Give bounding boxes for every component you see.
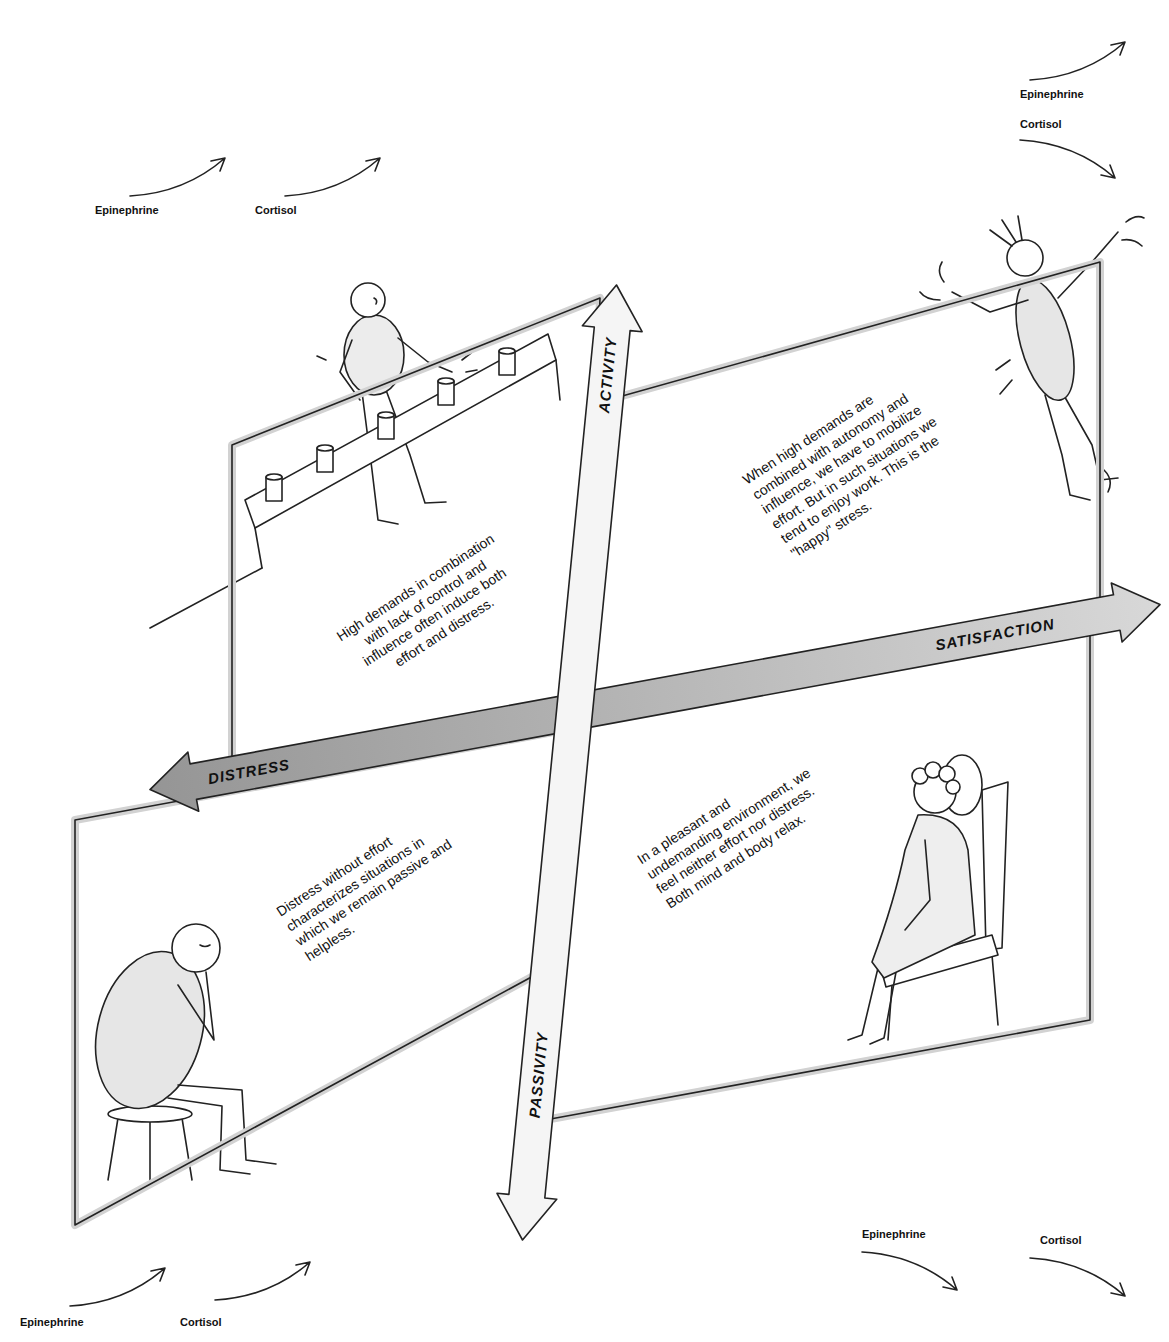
helpless-figure [79,924,276,1182]
relaxed-figure [870,972,896,1044]
quadrant-text: High demands in combination with lack of… [333,530,526,689]
hormone-label: Epinephrine [20,1316,84,1329]
hormone-arrow [1030,42,1125,80]
hormone-arrow [215,1262,310,1300]
helpless-figure [178,972,214,1040]
axis-arrow: DISTRESSSATISFACTION [146,579,1164,815]
hormone-label: Epinephrine [862,1228,926,1241]
hormone-arrow [285,158,380,196]
hormone-label: Epinephrine [1020,88,1084,101]
relaxed-figure [848,968,878,1040]
relaxed-figure [946,780,960,794]
worker-figure [245,334,556,528]
excited-figure [1062,392,1118,480]
relaxed-figure [905,840,930,930]
hormone-arrow [130,158,225,196]
worker-figure [351,283,385,317]
hormone-label: Cortisol [255,204,297,217]
quadrant-panel-border [75,728,575,1225]
excited-figure [920,216,1144,500]
worker-figure [438,378,454,384]
hormone-label: Cortisol [1040,1234,1082,1247]
hormone-arrow [70,42,1125,1306]
hormone-arrow [70,1268,165,1306]
relaxed-figure [848,755,1008,1044]
worker-figure [556,360,560,400]
quadrant-text: Distress without effort characterizes si… [273,805,466,964]
relaxed-figure [982,782,1008,950]
helpless-figure [149,1122,151,1182]
panel-shading [75,728,575,1225]
excited-figure [1045,395,1090,500]
quadrant-panel-outline [71,724,579,1229]
excited-figure [990,216,1022,246]
excited-figure [920,217,1144,492]
worker-figure [255,528,262,568]
hormone-arrow [862,1252,957,1290]
worker-figure [317,445,333,451]
helpless-figure [200,945,210,947]
worker-figure [150,568,262,628]
relaxed-figure [872,815,975,978]
helpless-figure [172,924,220,972]
hormone-arrow [1030,1258,1125,1296]
axis-arrow-border [497,285,642,1240]
quadrant-text: In a pleasant and undemanding environmen… [634,748,836,913]
worker-figure [378,412,394,418]
hormone-arrow [1020,140,1115,178]
hormone-label: Cortisol [1020,118,1062,131]
hormone-label: Cortisol [180,1316,222,1329]
quadrant-panel: Distress without effort characterizes si… [71,724,579,1229]
worker-figure [374,298,377,304]
helpless-figure [108,1118,118,1180]
hormone-label: Epinephrine [95,204,159,217]
excited-figure [1005,274,1085,407]
worker-figure [266,474,282,480]
worker-figure [499,348,515,354]
quadrant-text: When high demands are combined with auto… [740,368,961,562]
axis-arrow-outline [493,281,646,1244]
helpless-figure [182,1118,192,1180]
helpless-figure [108,1106,192,1122]
axis-arrow-outline [146,579,1164,815]
relaxed-figure [992,955,998,1025]
axis-arrow-border [150,583,1160,811]
axis-arrow: ACTIVITYPASSIVITY [493,281,646,1244]
